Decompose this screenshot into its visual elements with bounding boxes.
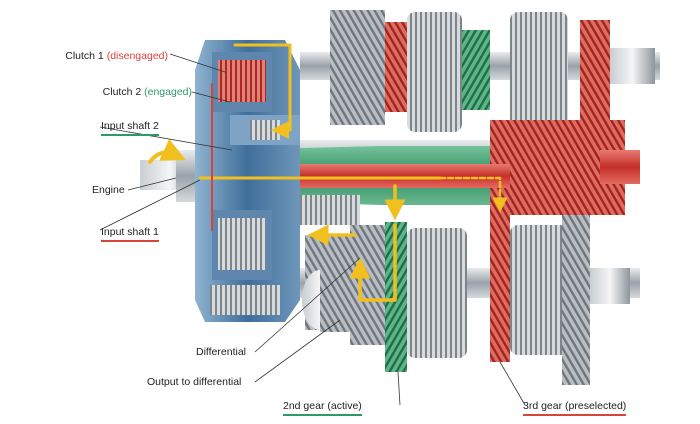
label-2nd-gear: 2nd gear (active) (283, 400, 362, 416)
clutch-1-plates (218, 60, 266, 102)
label-leader-lines (99, 53, 526, 406)
lower-synchro-2 (510, 225, 568, 355)
label-clutch-1: Clutch 1 (disengaged) (65, 50, 168, 62)
upper-gear-red-2 (580, 20, 610, 125)
label-clutch-2: Clutch 2 (engaged) (103, 86, 192, 98)
label-input-shaft-1: Input shaft 1 (101, 226, 159, 242)
label-3rd-gear-text: 3rd gear (preselected) (523, 400, 627, 416)
label-clutch-1-state: (disengaged) (106, 50, 168, 62)
upper-gear-green (462, 30, 490, 110)
label-input-shaft-2: Input shaft 2 (101, 120, 159, 136)
label-differential: Differential (196, 346, 246, 358)
label-input-shaft-1-text: Input shaft 1 (101, 226, 159, 242)
lower-layshaft (300, 205, 640, 385)
label-engine: Engine (92, 184, 125, 196)
dual-clutch-housing (195, 40, 360, 322)
lower-synchro-1 (407, 228, 467, 358)
upper-synchro-2 (510, 12, 568, 132)
label-2nd-gear-text: 2nd gear (active) (283, 400, 362, 416)
upper-layshaft (300, 10, 660, 132)
input-shafts (140, 120, 640, 215)
label-3rd-gear: 3rd gear (preselected) (523, 400, 627, 416)
upper-gear-red (385, 22, 407, 112)
label-clutch-2-name: Clutch 2 (102, 86, 142, 98)
label-output-to-differential: Output to differential (147, 376, 242, 388)
upper-synchro-1 (407, 12, 462, 132)
lower-gear-3rd (490, 212, 510, 362)
label-clutch-2-state: (engaged) (144, 86, 192, 98)
upper-gear-1 (330, 10, 385, 125)
label-clutch-1-name: Clutch 1 (65, 50, 104, 62)
power-flow-paths (148, 43, 508, 302)
clutch-2-plates (218, 218, 266, 270)
label-input-shaft-2-text: Input shaft 2 (101, 120, 159, 136)
